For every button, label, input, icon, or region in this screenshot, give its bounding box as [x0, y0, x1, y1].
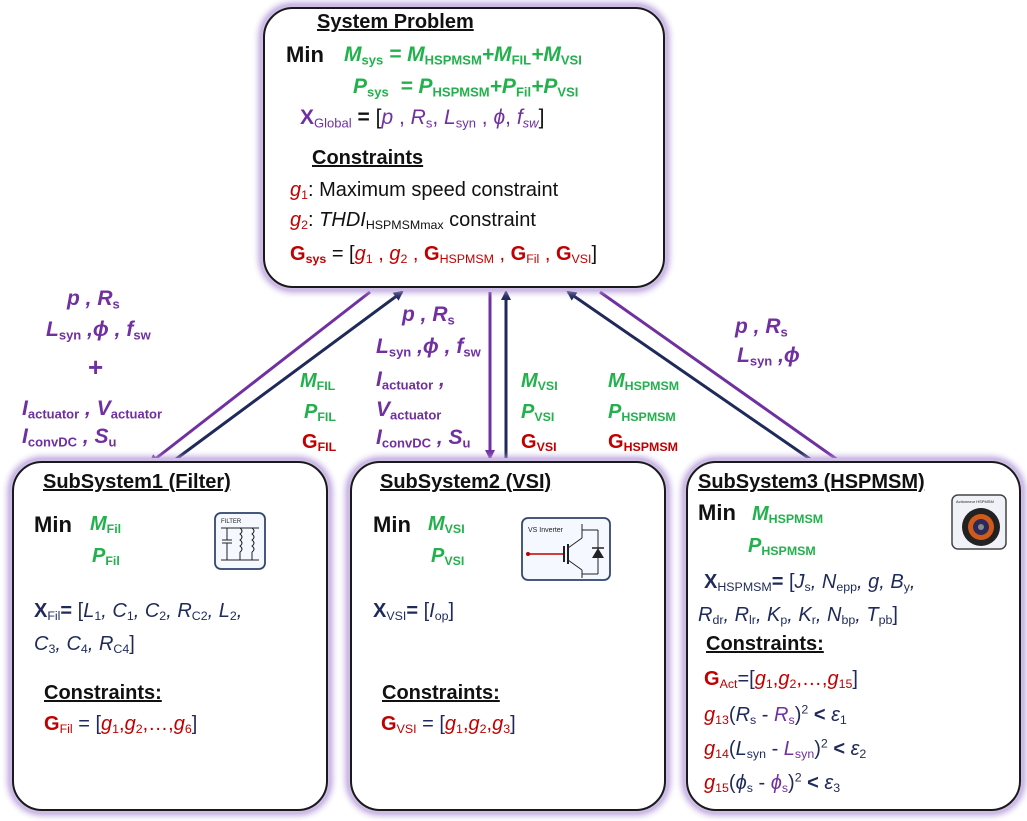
arrow-sub1-to-system: [171, 290, 404, 464]
subsystem2-constraint-vector: GVSI = [g1,g2,g3]: [381, 713, 516, 737]
system-min-label: Min: [286, 42, 324, 67]
subsystem3-constraint-g13: g13(Rs - Rs)2 < ε1: [704, 702, 847, 728]
sub3-return-power: PHSPMSM: [608, 401, 676, 425]
subsystem3-title: SubSystem3 (HSPMSM): [698, 471, 925, 493]
system-problem-box: [263, 7, 665, 288]
subsystem1-constraints-title: Constraints:: [44, 682, 162, 704]
subsystem2-title: SubSystem2 (VSI): [380, 471, 552, 493]
sub1-input-vars-3: Iactuator , Vactuator: [22, 397, 163, 422]
subsystem3-constraints-title: Constraints:: [706, 633, 824, 655]
subsystem1-variables-line1: XFil= [L1, C1, C2, RC2, L2,: [34, 600, 243, 624]
system-problem-title: System Problem: [317, 11, 474, 33]
sub1-input-vars-4: IconvDC , Su: [22, 425, 117, 450]
subsystem3-min-label: Min: [698, 500, 736, 525]
subsystem1-objective-mass: MFil: [90, 513, 122, 537]
subsystem2-objective-mass: MVSI: [428, 513, 465, 537]
sub3-input-vars-1: p , Rs: [735, 315, 788, 340]
subsystem1-box: [12, 461, 328, 811]
system-mass-equation: Msys = MHSPMSM+MFIL+MVSI: [344, 43, 582, 68]
filter-icon: FILTER: [212, 510, 268, 572]
inverter-icon-label: VS Inverter: [528, 527, 564, 534]
sub1-input-vars-2: Lsyn ,ϕ , fsw: [46, 318, 151, 343]
arrow-system-to-sub3: [599, 290, 854, 472]
system-constraint-g1: g1: Maximum speed constraint: [290, 179, 559, 203]
system-constraint-g2: g2: THDIHSPMSMmax constraint: [290, 209, 536, 233]
sub2-input-vars-4: Vactuator: [376, 398, 442, 423]
subsystem2-min-label: Min: [373, 512, 411, 537]
system-constraints-title: Constraints: [312, 147, 424, 169]
arrow-sub3-to-system: [566, 290, 827, 472]
subsystem3-variables-line1: XHSPMSM= [Js, Nepp, g, By,: [704, 571, 916, 595]
motor-icon: Actionneur HSPMSM: [950, 493, 1008, 551]
sub2-input-vars-5: IconvDC , Su: [376, 426, 471, 451]
sub2-input-vars-1: p , Rs: [402, 303, 455, 328]
plus-sign: +: [88, 352, 104, 382]
subsystem1-min-label: Min: [34, 512, 72, 537]
sub2-input-vars-2: Lsyn ,ϕ , fsw: [376, 335, 481, 360]
sub2-return-mass: MVSI: [521, 370, 558, 394]
sub2-input-vars-3: Iactuator ,: [376, 368, 445, 393]
subsystem2-variables: XVSI= [Iop]: [373, 600, 455, 624]
sub3-return-constraints: GHSPMSM: [608, 431, 678, 455]
subsystem2-constraints-title: Constraints:: [382, 682, 500, 704]
subsystem3-variables-line2: Rdr, Rlr, Kp, Kr, Nbp, Tpb]: [698, 604, 898, 628]
sub2-return-constraints: GVSI: [521, 431, 557, 455]
subsystem3-objective-power: PHSPMSM: [748, 535, 816, 559]
subsystem3-constraint-vector: GAct=[g1,g2,…,g15]: [704, 668, 858, 692]
subsystem2-objective-power: PVSI: [431, 545, 465, 569]
subsystem1-objective-power: PFil: [92, 545, 120, 569]
sub2-return-power: PVSI: [521, 401, 555, 425]
arrow-system-to-sub1: [148, 290, 371, 465]
subsystem1-constraint-vector: GFil = [g1,g2,…,g6]: [44, 713, 198, 737]
sub1-return-mass: MFIL: [300, 370, 336, 394]
sub1-return-constraints: GFIL: [302, 431, 337, 455]
system-constraint-vector: Gsys = [g1 , g2 , GHSPMSM , GFil , GVSI]: [290, 243, 598, 267]
subsystem1-variables-line2: C3, C4, RC4]: [34, 633, 135, 657]
subsystem3-box: [686, 461, 1021, 811]
subsystem2-box: [350, 461, 666, 811]
system-global-variables: XGlobal = [p , Rs, Lsyn , ϕ, fsw]: [300, 106, 545, 131]
sub3-return-mass: MHSPMSM: [608, 370, 680, 394]
subsystem3-objective-mass: MHSPMSM: [752, 503, 824, 527]
sub3-input-vars-2: Lsyn ,ϕ: [737, 344, 800, 369]
motor-icon-label: Actionneur HSPMSM: [956, 499, 994, 504]
sub1-return-power: PFIL: [304, 401, 336, 425]
subsystem3-constraint-g14: g14(Lsyn - Lsyn)2 < ε2: [704, 736, 867, 762]
filter-icon-label: FILTER: [221, 519, 242, 525]
system-power-equation: Psys = PHSPMSM+PFil+PVSI: [353, 75, 579, 100]
inverter-icon: VS Inverter: [520, 516, 612, 582]
subsystem3-constraint-g15: g15(ϕs - ϕs)2 < ε3: [704, 770, 841, 796]
sub1-input-vars-1: p , Rs: [67, 287, 120, 312]
subsystem1-title: SubSystem1 (Filter): [43, 471, 231, 493]
